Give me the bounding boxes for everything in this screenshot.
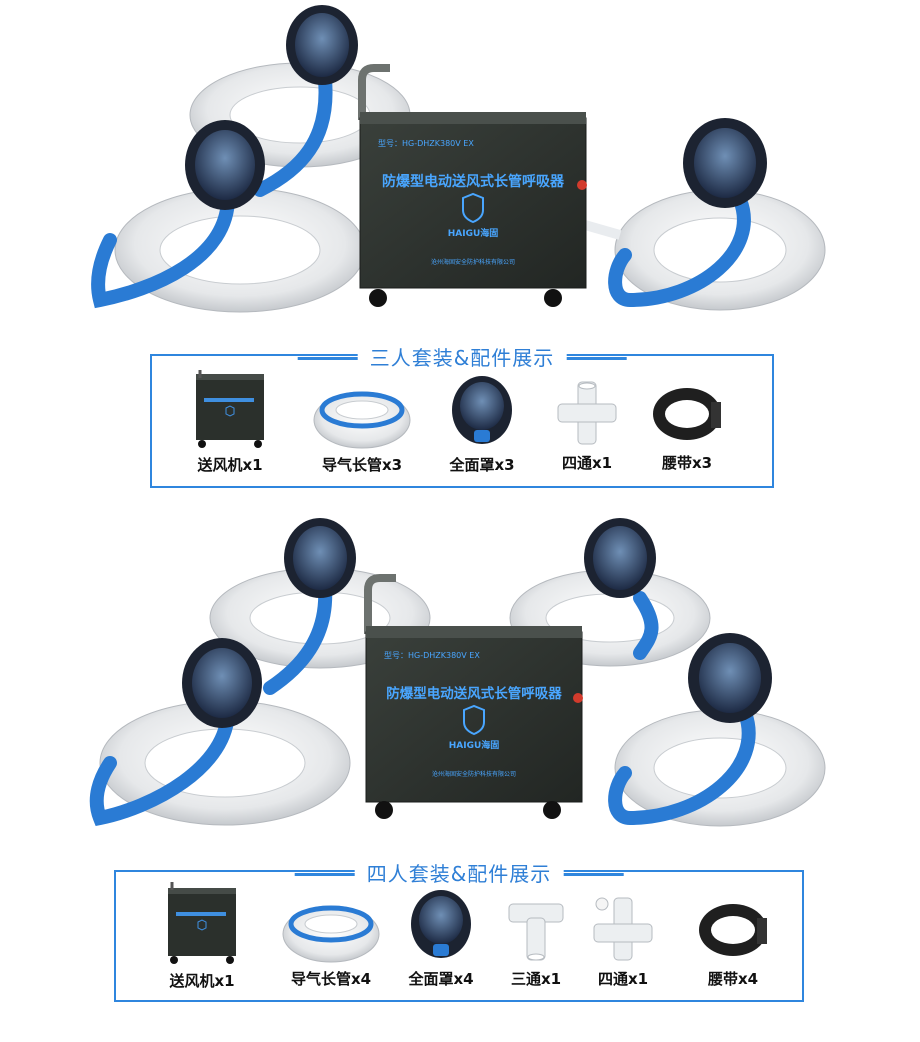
shield-logo-icon [462,192,484,224]
blower-icon [168,882,236,964]
accessory-four-way: 四通x1 [578,894,668,989]
belt-icon [699,904,767,956]
shield-logo-icon [463,704,485,736]
accessory-label: 全面罩x4 [408,970,474,988]
accessory-four-way: 四通x1 [537,378,637,473]
device-title: 防爆型电动送风式长管呼吸器 [386,685,562,702]
accessory-belt: 腰带x4 [678,894,788,989]
accessory-mask: 全面罩x3 [432,372,532,475]
accessory-mask: 全面罩x4 [391,886,491,989]
accessory-label: 三通x1 [510,970,562,988]
panel-title: 四人套装&配件展示 [294,858,623,887]
three-person-kit-photo: 型号：HG-DHZK380V EX 防爆型电动送风式长管呼吸器 HAIGU海固 … [0,0,920,340]
hose-coil-icon [282,905,380,963]
accessory-belt: 腰带x3 [632,378,742,473]
four-person-kit-photo: 型号：HG-DHZK380V EX 防爆型电动送风式长管呼吸器 HAIGU海固 … [0,518,920,848]
four-way-connector-icon [557,381,617,445]
belt-icon [653,388,721,440]
panel-title: 三人套装&配件展示 [297,342,626,371]
full-mask-icon [452,376,512,444]
full-mask-icon [411,890,471,958]
accessory-label: 腰带x4 [707,970,759,988]
accessory-label: 腰带x3 [661,454,713,472]
accessory-label: 导气长管x3 [321,456,403,474]
accessory-hose: 导气长管x3 [302,376,422,475]
device-model-label: 型号：HG-DHZK380V EX [384,651,480,660]
four-way-connector-icon [593,897,653,961]
device-brand: HAIGU海固 [449,739,500,751]
three-person-accessories-panel: 三人套装&配件展示 送风机x1 导气长管x3 全面罩x3 [150,342,774,488]
accessory-blower: 送风机x1 [152,880,252,991]
device-company: 沧州海固安全防护科技有限公司 [432,770,516,778]
accessory-blower: 送风机x1 [180,368,280,475]
hose-coil-icon [313,391,411,449]
tee-connector-icon [508,903,564,961]
device-brand: HAIGU海固 [448,227,499,239]
accessory-label: 送风机x1 [197,456,263,474]
accessory-label: 四通x1 [597,970,649,988]
accessory-label: 全面罩x3 [449,456,515,474]
device-title: 防爆型电动送风式长管呼吸器 [382,173,565,190]
accessory-label: 导气长管x4 [290,970,372,988]
accessory-tee: 三通x1 [496,894,576,989]
blower-icon [196,370,264,448]
four-person-accessories-panel: 四人套装&配件展示 送风机x1 导气长管x4 全面罩x4 [114,858,804,1002]
accessory-label: 四通x1 [561,454,613,472]
device-company: 沧州海固安全防护科技有限公司 [431,258,515,266]
device-model-label: 型号：HG-DHZK380V EX [378,139,474,148]
accessory-hose: 导气长管x4 [271,892,391,989]
accessory-label: 送风机x1 [169,972,235,990]
